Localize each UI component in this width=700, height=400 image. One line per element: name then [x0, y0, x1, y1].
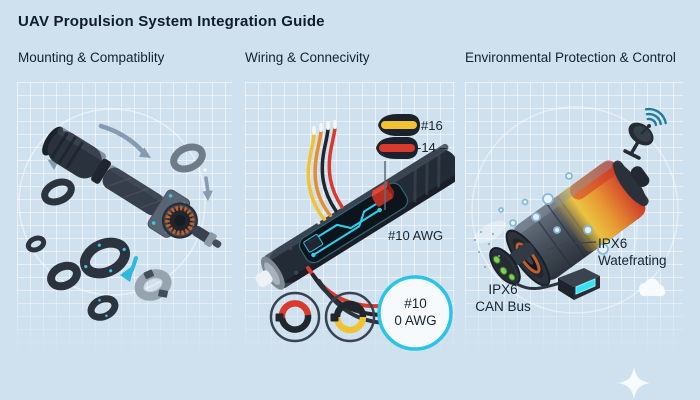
- wire-end-16-icon: [378, 114, 420, 136]
- gauge-badge-circle: [377, 275, 453, 351]
- wire-red: [327, 126, 344, 209]
- water-droplets: [498, 172, 609, 255]
- module-top: [558, 268, 600, 287]
- wire-loop-black-yellow-icon: [324, 291, 376, 343]
- end-connector-stub: [255, 270, 273, 288]
- cutaway-glow: [298, 182, 409, 264]
- sparkle-icon: [612, 366, 656, 400]
- gauge-badge-label: #10 0 AWG: [377, 295, 454, 329]
- signal-arcs: [644, 107, 667, 126]
- bolt-dot: [294, 270, 299, 275]
- guide-circle: [471, 106, 679, 314]
- spacer-ring-dark: [41, 178, 75, 206]
- sleeve-ribs: [50, 131, 84, 169]
- tiny-ring: [25, 235, 47, 253]
- disc-shaft: [509, 242, 535, 265]
- clamp-ring-silver: [134, 269, 172, 301]
- rear-stub: [630, 166, 650, 187]
- band-ribs: [551, 195, 597, 254]
- tube-shadow: [280, 170, 455, 289]
- wire-yellow: [306, 132, 326, 221]
- carbon-weave: [413, 150, 441, 203]
- mount-ring-small: [87, 295, 119, 321]
- mount-ring-mid: [47, 261, 81, 291]
- motor-hub: [174, 215, 186, 227]
- wire-gauge-16-label: #16: [421, 118, 443, 133]
- shaft-tip: [212, 239, 222, 248]
- satellite-dish-icon: [623, 107, 667, 160]
- rear-cap: [613, 162, 647, 206]
- status-led-green: [492, 255, 516, 281]
- waterproof-line2: Watefrating: [598, 253, 667, 268]
- motor-shaft-assembly: [42, 126, 222, 248]
- cyan-arrow-icon: [120, 256, 138, 282]
- page-title: UAV Propulsion System Integration Guide: [18, 13, 325, 30]
- spacer-ring-gray: [170, 143, 206, 173]
- power-connector-block: [371, 181, 395, 207]
- wiring-boom-tube: [255, 143, 455, 290]
- carbon-shaft: [102, 167, 164, 216]
- waterproof-leader-line: [546, 241, 597, 251]
- esc-chip: [303, 234, 324, 253]
- sealed-motor: [505, 160, 650, 287]
- wire-black: [320, 127, 338, 213]
- mount-ring-large: [79, 237, 131, 279]
- mounting-illustration: [18, 108, 222, 321]
- gauge-badge-line2: 0 AWG: [394, 313, 437, 328]
- cloud-icon: [639, 278, 665, 296]
- wire-orange: [313, 129, 332, 217]
- gauge-badge-line1: #10: [404, 296, 427, 311]
- stripe-red: [379, 144, 415, 152]
- shaft-highlight: [109, 165, 167, 204]
- collar: [91, 158, 112, 184]
- waterproof-label: IPX6 Watefrating: [598, 235, 667, 269]
- spray-specks: [474, 231, 506, 271]
- power-wire-black2: [317, 279, 389, 325]
- module-screen: [575, 278, 596, 295]
- power-wire-black: [311, 273, 387, 317]
- carbon-weave: [106, 177, 163, 209]
- panel-header-environment: Environmental Protection & Control: [465, 50, 676, 65]
- module-front: [558, 278, 574, 300]
- can-cable: [515, 281, 562, 291]
- shaft-knurl: [204, 232, 217, 247]
- connector-disc: [489, 242, 535, 285]
- environment-illustration: [471, 106, 679, 314]
- tube-end-inner: [264, 262, 280, 285]
- wire-gauge-14-label: -14 –: [417, 140, 447, 155]
- can-bus-module: [558, 268, 600, 300]
- panel-header-wiring: Wiring & Connecivity: [245, 50, 370, 65]
- awg-10-label: #10 AWG: [388, 228, 444, 243]
- small-arrow-down-icon: [202, 168, 213, 201]
- sparkle-shape: [618, 367, 650, 399]
- canbus-label: IPX6 CAN Bus: [464, 281, 542, 315]
- tube-highlight: [264, 143, 449, 262]
- stripe-yellow: [381, 121, 417, 129]
- heat-hot-strip: [570, 160, 618, 200]
- waterproof-line1: IPX6: [598, 236, 628, 251]
- wiring-illustration: [255, 114, 455, 351]
- guide-circle: [18, 108, 206, 296]
- power-wire-red: [306, 266, 385, 309]
- wire-loop-red-black-icon: [269, 291, 321, 343]
- wire-tips: [312, 120, 337, 135]
- wire-end-14-icon: [376, 137, 418, 159]
- canbus-line2: CAN Bus: [475, 299, 531, 314]
- canbus-line1: IPX6: [488, 282, 518, 297]
- bolt-dot: [288, 246, 293, 251]
- signal-wires: [306, 126, 344, 221]
- curved-arrow-icon: [98, 123, 151, 158]
- splash-wisp: [473, 220, 507, 244]
- body-seams: [532, 203, 587, 268]
- panel-header-mounting: Mounting & Compatiblity: [18, 50, 165, 65]
